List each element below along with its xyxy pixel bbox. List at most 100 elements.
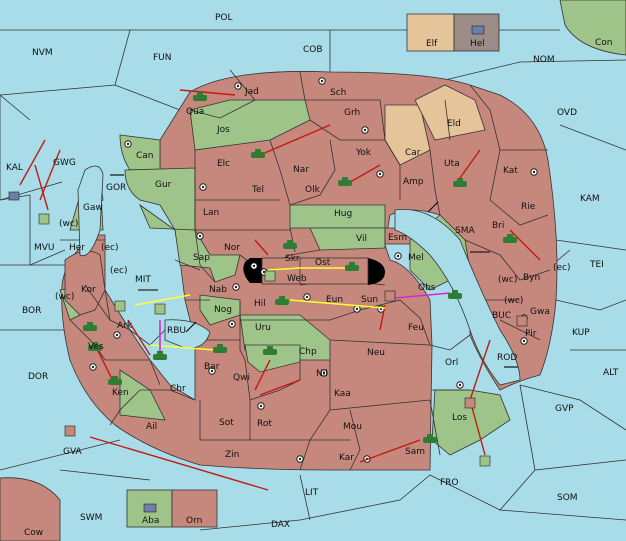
label-ovd: OVD [557,108,577,118]
label-obs: Obs [418,283,436,293]
label-sma: SMA [455,226,475,236]
army-unit [263,346,277,355]
label-sun: Sun [361,295,378,305]
label-ec1: (ec) [101,243,119,253]
island-cow[interactable] [0,477,61,541]
label-esm: Esm [388,233,407,243]
supply-centers [89,77,538,463]
legend-labels: Elf Hel Aba Orn [142,39,485,526]
army-unit [153,351,167,360]
label-kar: Kar [339,453,354,463]
label-chp: Chp [299,347,317,357]
fleet-unit [384,290,396,302]
label-gur: Gur [155,180,172,190]
legend-elf: Elf [426,39,438,49]
label-nab: Nab [209,285,227,295]
label-nil: Nil [316,369,328,379]
label-gwg: GWG [53,158,76,168]
label-gwa: Gwa [530,307,550,317]
label-ark: Ark [117,321,133,331]
label-alt: ALT [603,368,619,378]
army-unit [503,234,517,243]
army-unit [345,262,359,271]
label-feu: Feu [408,323,424,333]
label-uru: Uru [255,323,271,333]
army-unit [423,434,437,443]
label-eld: Eld [447,119,461,129]
label-orl: Orl [445,358,458,368]
label-gva: GVA [63,447,83,457]
label-mit: MIT [135,275,151,285]
label-kup: KUP [572,328,590,338]
label-ec3: (ec) [110,266,128,276]
army-unit [83,322,97,331]
label-mou: Mou [343,422,362,432]
label-wc2: (wc) [498,275,517,285]
label-fun: FUN [153,53,172,63]
label-kaa: Kaa [334,389,351,399]
label-rie: Rie [521,202,536,212]
label-yok: Yok [355,148,372,158]
label-elc: Elc [217,159,230,169]
label-nog: Nog [214,305,232,315]
label-ail: Ail [146,422,157,432]
label-hug: Hug [334,209,352,219]
units [8,25,528,513]
legend-orn: Orn [186,516,202,526]
fleet-unit [264,270,276,282]
label-som: SOM [557,493,578,503]
channel-arrows [110,174,518,368]
label-bor: BOR [22,306,41,316]
label-eun: Eun [326,295,343,305]
fleet-unit [479,455,491,467]
fleet-unit [114,300,126,312]
label-fro: FRO [440,478,459,488]
label-nvm: NVM [32,48,53,58]
fleet-unit [8,191,20,201]
label-sot: Sot [219,418,234,428]
label-dor: DOR [28,372,48,382]
label-sch: Sch [330,88,346,98]
army-unit [283,240,297,249]
fleet-unit [143,503,157,513]
army-unit [453,178,467,187]
label-sap: Sap [193,253,210,263]
label-web: Web [287,274,307,284]
fleet-unit [516,315,528,327]
label-swm: SWM [80,513,102,523]
label-tel: Tel [251,185,264,195]
label-lan: Lan [203,208,219,218]
label-neu: Neu [367,348,385,358]
inlet-gor[interactable] [77,165,104,257]
label-nom: NOM [533,55,555,65]
army-unit [275,296,289,305]
label-byn: Byn [523,273,540,283]
label-con: Con [595,38,613,48]
label-ec2: (ec) [553,263,571,273]
label-nor: Nor [224,243,240,253]
label-kat: Kat [503,166,518,176]
legend-aba: Aba [142,516,159,526]
label-los: Los [452,413,467,423]
label-chr: Chr [170,384,186,394]
label-rot: Rot [257,419,272,429]
label-kor: Kor [81,285,96,295]
fleet-unit [38,213,50,225]
label-ves: Ves [88,342,104,352]
label-wc3: (wc) [55,292,74,302]
army-unit [88,342,102,351]
label-mvu: MVU [34,243,55,253]
legend [126,13,500,528]
label-hil: Hil [254,299,266,309]
label-nar: Nar [293,165,309,175]
label-car: Car [405,148,421,158]
label-rod: ROD [497,353,517,363]
label-cob: COB [303,45,323,55]
label-jad: Jad [244,87,259,97]
label-uta: Uta [444,159,460,169]
island-con[interactable] [559,0,626,56]
army-unit [338,177,352,186]
orders [19,89,541,491]
label-ken: Ken [112,388,129,398]
label-mel: Mel [408,253,424,263]
